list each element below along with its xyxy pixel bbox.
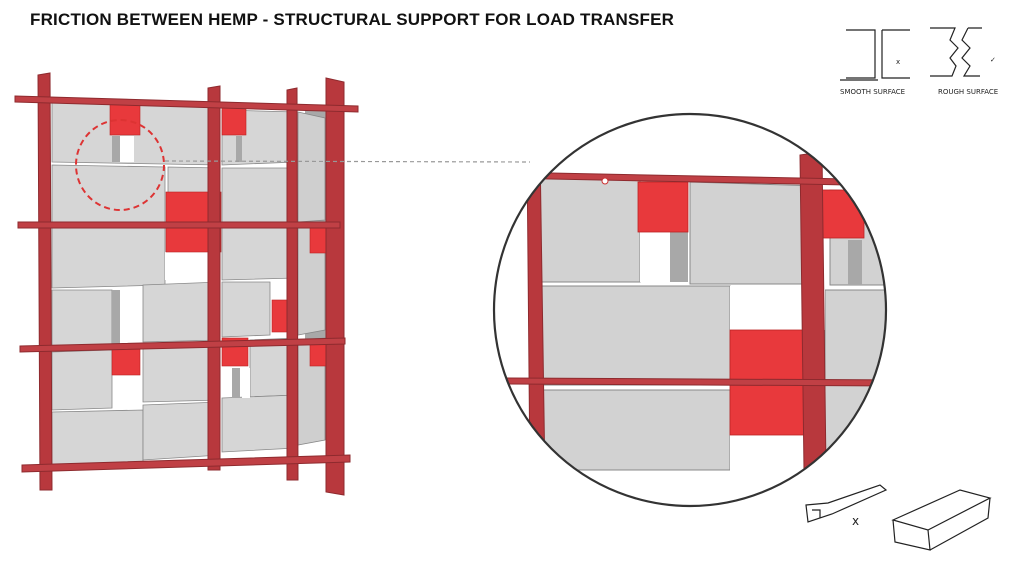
hemp-block-sketch-icon xyxy=(891,489,992,551)
zoom-highlight-circle xyxy=(75,119,165,211)
horizontal-shelves xyxy=(14,95,359,473)
smooth-mark: x xyxy=(896,58,900,66)
page-title: FRICTION BETWEEN HEMP - STRUCTURAL SUPPO… xyxy=(30,10,675,29)
zoom-connector-line xyxy=(164,160,531,163)
tool-sketch-icon xyxy=(805,484,888,523)
smooth-joint-sketch-icon xyxy=(840,29,910,81)
rough-mark: ✓ xyxy=(990,56,996,64)
vertical-posts xyxy=(37,72,345,496)
zoom-circle-outline xyxy=(492,112,888,508)
rough-joint-sketch-icon xyxy=(930,27,982,77)
tool-mark: x xyxy=(852,514,859,528)
front-panels xyxy=(51,99,297,466)
rough-surface-label: ROUGH SURFACE xyxy=(938,88,998,96)
smooth-surface-label: SMOOTH SURFACE xyxy=(840,88,905,96)
zoom-detail xyxy=(494,114,886,506)
shelf-structure xyxy=(14,72,359,496)
